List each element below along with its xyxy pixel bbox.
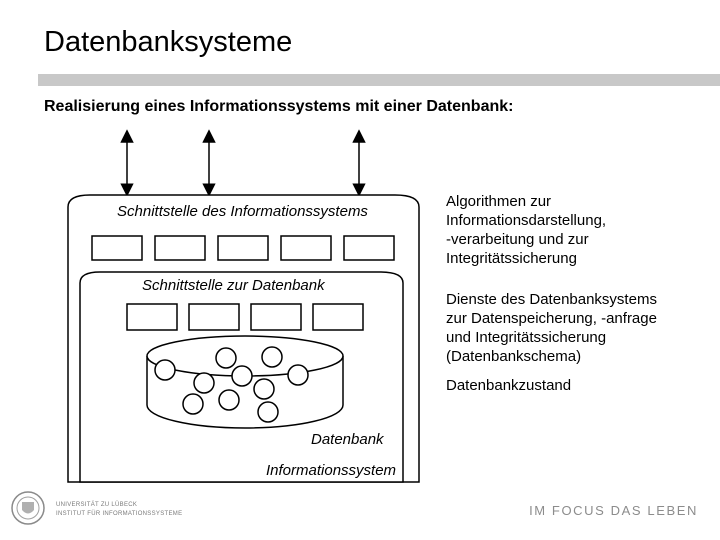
data-record-circle — [257, 401, 279, 423]
data-record-circle — [287, 364, 309, 386]
services-description: Dienste des Datenbanksystems zur Datensp… — [446, 290, 657, 366]
application-module — [154, 235, 206, 261]
algorithms-line: Informationsdarstellung, — [446, 212, 607, 229]
university-seal-icon — [11, 491, 45, 525]
interface-is-label: Schnittstelle des Informationssystems — [117, 203, 368, 220]
slide-subtitle: Realisierung eines Informationssystems m… — [44, 98, 514, 115]
algorithms-description: Algorithmen zur Informationsdarstellung,… — [446, 192, 606, 268]
dbms-service-module — [250, 303, 302, 331]
information-system-label: Informationssystem — [266, 462, 397, 479]
services-line: Dienste des Datenbanksystems — [446, 291, 657, 308]
application-module — [343, 235, 395, 261]
data-record-circle — [215, 347, 237, 369]
application-module — [217, 235, 269, 261]
interface-db-label: Schnittstelle zur Datenbank — [142, 277, 325, 294]
dbms-service-module — [188, 303, 240, 331]
slide-title: Datenbanksysteme — [44, 26, 293, 58]
university-name: UNIVERSITÄT ZU LÜBECK — [56, 502, 138, 508]
dbms-service-module — [126, 303, 178, 331]
database-state-label: Datenbankzustand — [446, 377, 572, 394]
title-divider — [38, 74, 720, 86]
data-record-circle — [218, 389, 240, 411]
algorithms-line: -verarbeitung und zur — [446, 231, 589, 248]
data-record-circle — [253, 378, 275, 400]
slogan: IM FOCUS DAS LEBEN — [529, 503, 698, 518]
dbms-service-module — [312, 303, 364, 331]
data-record-circle — [231, 365, 253, 387]
services-line: (Datenbankschema) — [446, 348, 582, 365]
application-module — [280, 235, 332, 261]
algorithms-line: Algorithmen zur — [446, 193, 552, 210]
database-label: Datenbank — [311, 431, 384, 448]
application-module — [91, 235, 143, 261]
algorithms-line: Integritätssicherung — [446, 250, 577, 267]
institute-name: INSTITUT FÜR INFORMATIONSSYSTEME — [56, 511, 183, 517]
services-line: und Integritätssicherung — [446, 329, 607, 346]
data-record-circle — [182, 393, 204, 415]
services-line: zur Datenspeicherung, -anfrage — [446, 310, 657, 327]
data-record-circle — [193, 372, 215, 394]
university-logo: UNIVERSITÄT ZU LÜBECK INSTITUT FÜR INFOR… — [10, 490, 182, 526]
data-record-circle — [261, 346, 283, 368]
data-record-circle — [154, 359, 176, 381]
